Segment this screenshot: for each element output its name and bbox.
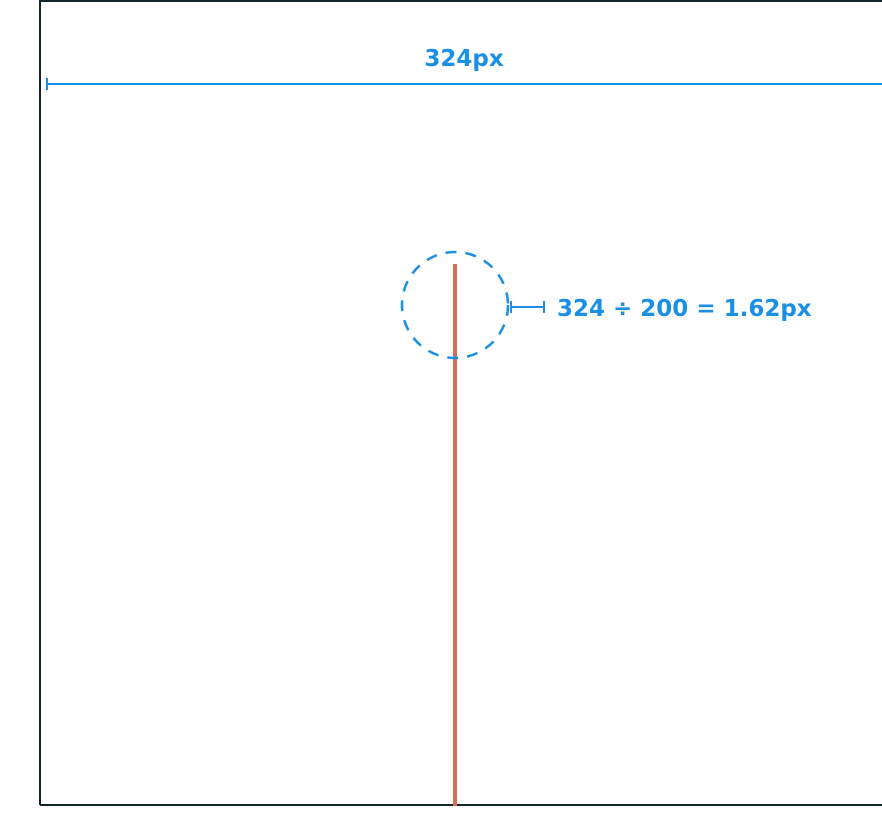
frame bbox=[39, 0, 882, 806]
width-measurement: 324px bbox=[46, 46, 882, 90]
highlight-circle bbox=[400, 250, 510, 360]
width-measure-label: 324px bbox=[424, 46, 503, 72]
ratio-measurement: 324 ÷ 200 = 1.62px bbox=[510, 296, 812, 322]
ratio-measure-label: 324 ÷ 200 = 1.62px bbox=[557, 296, 812, 322]
